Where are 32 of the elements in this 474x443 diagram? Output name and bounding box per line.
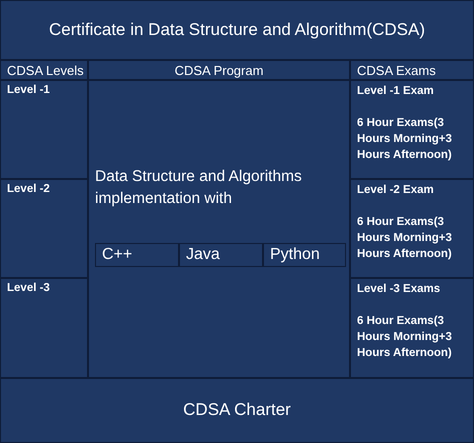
language-cell xyxy=(179,243,263,267)
exam-description: 6 Hour Exams(3 Hours Morning+3 Hours Afternoon) xyxy=(357,116,453,163)
diagram-title: Certificate in Data Structure and Algorithm(CDSA) xyxy=(0,0,474,60)
language-cell xyxy=(95,243,179,267)
exam-title: Level -2 Exam xyxy=(357,183,435,198)
language-cell xyxy=(263,243,346,267)
level-label: Level -1 xyxy=(7,84,50,96)
level-label: Level -2 xyxy=(7,183,50,195)
language-label: Python xyxy=(270,246,320,264)
exam-cell xyxy=(350,278,474,378)
header-text: CDSA Exams xyxy=(357,63,436,78)
exam-cell xyxy=(350,80,474,179)
level-cell xyxy=(0,179,88,278)
charter-label: CDSA Charter xyxy=(182,400,292,420)
program-cell xyxy=(88,80,350,378)
exam-description: 6 Hour Exams(3 Hours Morning+3 Hours Afternoon) xyxy=(357,314,453,361)
header-text: CDSA Levels xyxy=(7,63,84,78)
exam-title: Level -3 Exams xyxy=(357,282,442,297)
level-cell xyxy=(0,80,88,179)
exam-description: 6 Hour Exams(3 Hours Morning+3 Hours Afternoon) xyxy=(357,215,453,262)
exam-title: Level -1 Exam xyxy=(357,84,435,99)
column-header xyxy=(350,60,474,80)
language-label: C++ xyxy=(102,246,132,264)
column-header xyxy=(0,60,88,80)
program-description: Data Structure and Algorithms implementation with xyxy=(95,167,303,209)
language-label: Java xyxy=(186,246,220,264)
exam-cell xyxy=(350,179,474,278)
level-label: Level -3 xyxy=(7,282,50,294)
charter-band xyxy=(0,378,474,443)
header-text: CDSA Program xyxy=(174,63,264,78)
level-cell xyxy=(0,278,88,378)
column-header xyxy=(88,60,350,80)
